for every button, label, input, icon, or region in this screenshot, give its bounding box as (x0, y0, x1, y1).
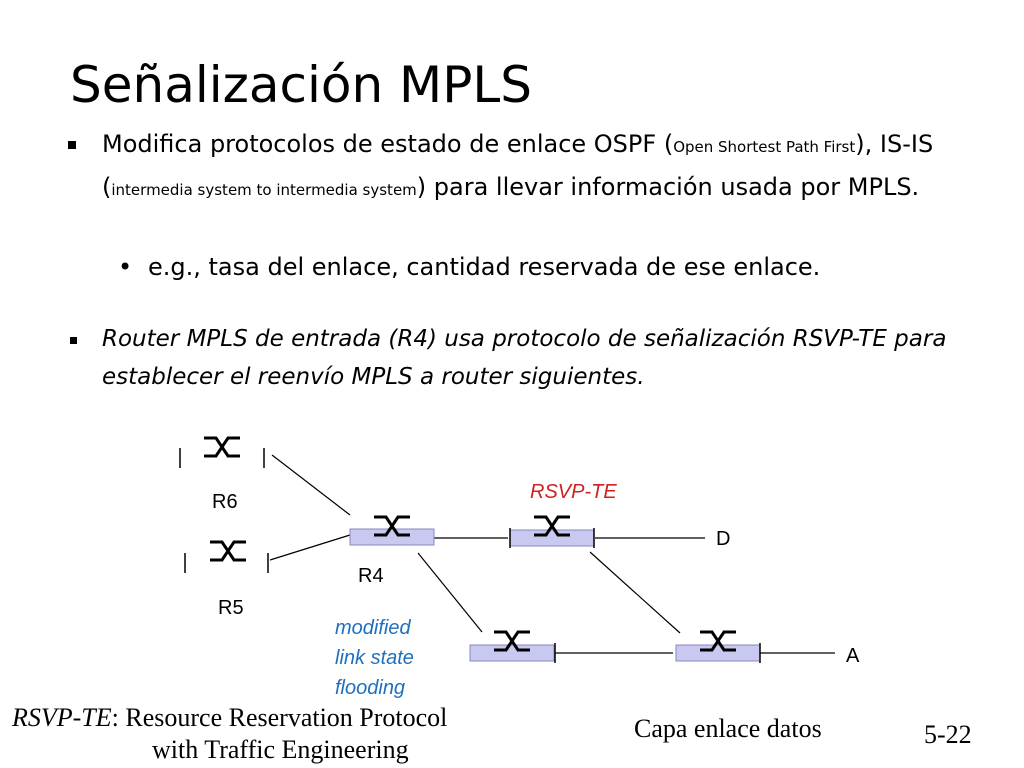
label-r4: R4 (358, 565, 384, 587)
router-r6-icon (202, 436, 242, 458)
bullet-text: Router MPLS de entrada (R4) usa protocol… (102, 326, 947, 390)
page-number: 5-22 (924, 720, 972, 749)
subbullet-example: • e.g., tasa del enlace, cantidad reserv… (118, 250, 820, 284)
label-destination-a: A (846, 645, 860, 667)
network-links (269, 454, 835, 654)
bullet-text-part2: ), IS-IS ( (102, 130, 934, 201)
router-r6 (179, 436, 265, 468)
footer-def-line1: : Resource Reservation Protocol (111, 703, 448, 732)
router-r5 (184, 540, 269, 573)
bullet-text-part3: ) para llevar información usada por MPLS… (416, 173, 920, 201)
link-r5-r4 (269, 534, 351, 561)
footer-section: Capa enlace datos (634, 714, 822, 743)
router-core (509, 515, 595, 548)
label-destination-d: D (716, 528, 730, 550)
footer-abbr: RSVP-TE (12, 703, 112, 732)
bullet-text-part1: Modifica protocolos de estado de enlace … (102, 130, 674, 158)
label-r5: R5 (218, 597, 244, 619)
link-r6-r4 (271, 454, 351, 516)
isis-expansion: intermedia system to intermedia system (111, 181, 417, 199)
label-rsvp-te: RSVP-TE (530, 481, 617, 503)
bullet-router-signaling: Router MPLS de entrada (R4) usa protocol… (68, 320, 998, 396)
label-r6: R6 (212, 491, 238, 513)
subbullet-marker: • (118, 253, 133, 281)
router-lowerright (675, 630, 761, 663)
label-flooding-line3: flooding (335, 677, 405, 699)
router-r4 (349, 515, 435, 546)
subbullet-text: e.g., tasa del enlace, cantidad reservad… (148, 253, 821, 281)
bullet-marker (68, 141, 76, 149)
footer-definition: RSVP-TE: Resource Reservation Protocol w… (12, 702, 447, 766)
bullet-marker (70, 337, 77, 344)
router-r5-icon (208, 540, 248, 562)
link-core-lowerright (589, 551, 681, 634)
ospf-expansion: Open Shortest Path First (673, 138, 856, 156)
slide-title: Señalización MPLS (70, 56, 532, 114)
bullet-protocols: Modifica protocolos de estado de enlace … (68, 124, 968, 210)
router-lower (469, 630, 556, 663)
bullet-text: Modifica protocolos de estado de enlace … (102, 124, 968, 210)
label-flooding-line1: modified (335, 617, 411, 639)
link-r4-lower (417, 552, 483, 633)
label-flooding-line2: link state (335, 647, 414, 669)
footer-def-line2: with Traffic Engineering (152, 735, 409, 764)
